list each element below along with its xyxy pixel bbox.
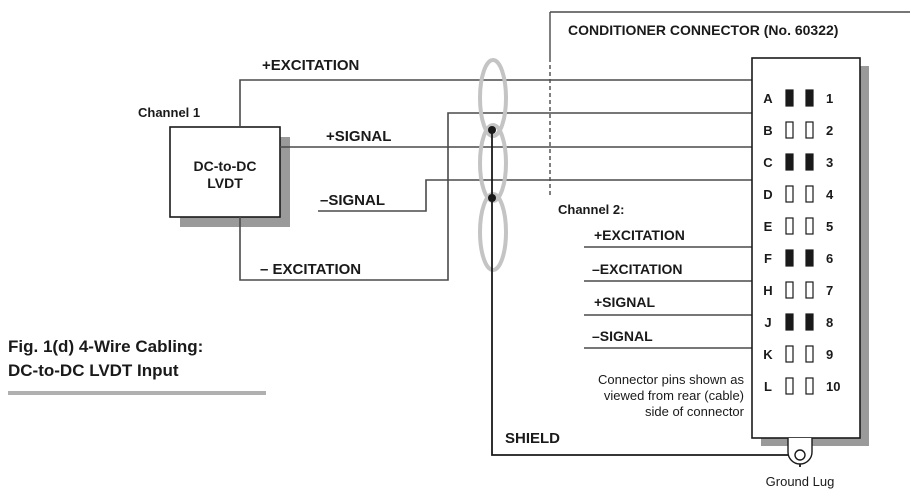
ch1-plus-signal-label: +SIGNAL: [326, 128, 391, 145]
pin-socket-left: [785, 185, 794, 203]
pin-number: 3: [826, 155, 833, 170]
pin-socket-right: [805, 345, 814, 363]
connector-title-group: CONDITIONER CONNECTOR (No. 60322): [549, 11, 910, 195]
pin-socket-left: [785, 377, 794, 395]
pin-number: 1: [826, 91, 833, 106]
pin-number: 7: [826, 283, 833, 298]
pin-number: 10: [826, 379, 840, 394]
pin-socket-left: [785, 89, 794, 107]
pin-socket-right: [805, 217, 814, 235]
connector-row: L 10: [764, 377, 840, 395]
ch2-minus-excitation-label: –EXCITATION: [592, 261, 683, 277]
pin-socket-left: [785, 121, 794, 139]
ch2-minus-signal-label: –SIGNAL: [592, 328, 653, 344]
ch1-minus-signal-label: –SIGNAL: [320, 192, 385, 209]
ground-lug-label: Ground Lug: [766, 474, 835, 489]
pin-socket-right: [805, 249, 814, 267]
lvdt-device: DC-to-DC LVDT: [169, 126, 290, 227]
pin-socket-right: [805, 313, 814, 331]
shield-label: SHIELD: [505, 430, 560, 447]
pin-letter: H: [763, 283, 772, 298]
connector-note-line3: side of connector: [645, 404, 745, 419]
pin-number: 9: [826, 347, 833, 362]
twisted-pairs: [478, 58, 508, 272]
pin-socket-left: [785, 249, 794, 267]
pin-socket-right: [805, 121, 814, 139]
ch2-plus-signal-label: +SIGNAL: [594, 294, 656, 310]
pin-socket-right: [805, 281, 814, 299]
pin-letter: F: [764, 251, 772, 266]
pin-socket-right: [805, 377, 814, 395]
ch1-minus-excitation-label: – EXCITATION: [260, 261, 361, 278]
connector-body: [751, 57, 869, 465]
channel2-label: Channel 2:: [558, 202, 624, 217]
pin-letter: J: [764, 315, 771, 330]
connector-note-line2: viewed from rear (cable): [604, 388, 744, 403]
pin-socket-left: [785, 153, 794, 171]
pin-socket-left: [785, 345, 794, 363]
device-label-line2: LVDT: [207, 175, 243, 191]
pin-socket-right: [805, 153, 814, 171]
pin-socket-left: [785, 313, 794, 331]
pin-number: 4: [826, 187, 834, 202]
pin-socket-left: [785, 281, 794, 299]
wire-minus-excitation: [239, 98, 811, 281]
ch2-plus-excitation-label: +EXCITATION: [594, 227, 685, 243]
pin-letter: E: [764, 219, 773, 234]
connector-note-line1: Connector pins shown as: [598, 372, 744, 387]
pin-socket-left: [785, 217, 794, 235]
pin-letter: A: [763, 91, 773, 106]
wire-plus-signal: [280, 146, 791, 161]
pin-letter: K: [763, 347, 773, 362]
channel1-wires: [239, 79, 811, 281]
ch1-plus-excitation-label: +EXCITATION: [262, 57, 359, 74]
connector-title: CONDITIONER CONNECTOR (No. 60322): [568, 22, 838, 38]
pin-number: 6: [826, 251, 833, 266]
pin-number: 8: [826, 315, 833, 330]
pin-letter: C: [763, 155, 773, 170]
pin-letter: B: [763, 123, 772, 138]
pin-number: 5: [826, 219, 833, 234]
channel1-label: Channel 1: [138, 105, 200, 120]
figure-caption-line2: DC-to-DC LVDT Input: [8, 361, 179, 380]
pin-letter: D: [763, 187, 772, 202]
pin-socket-right: [805, 89, 814, 107]
pin-number: 2: [826, 123, 833, 138]
caption-underline: [8, 391, 266, 395]
figure-caption-line1: Fig. 1(d) 4-Wire Cabling:: [8, 337, 203, 356]
wire-plus-excitation: [239, 79, 791, 127]
pin-letter: L: [764, 379, 772, 394]
pin-socket-right: [805, 185, 814, 203]
device-label-line1: DC-to-DC: [194, 158, 257, 174]
